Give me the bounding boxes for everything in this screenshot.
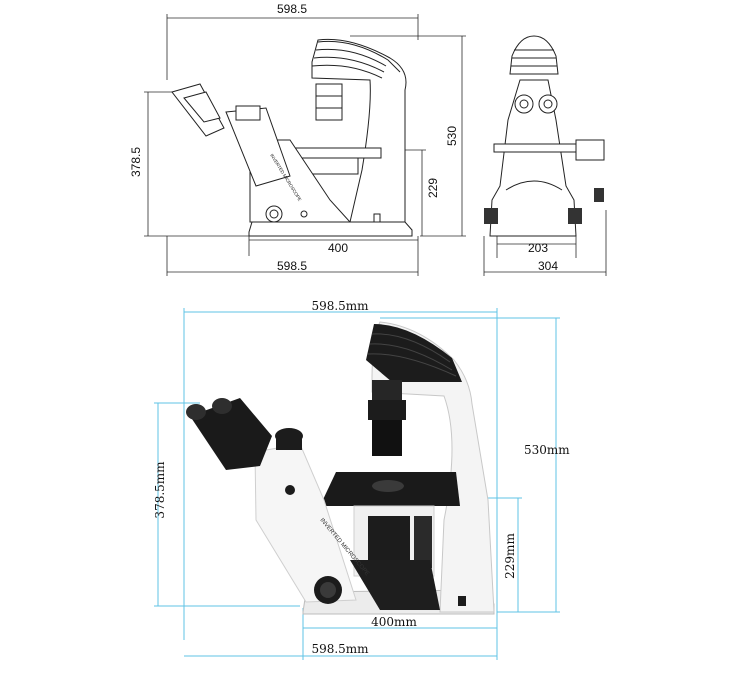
side-left-height-label: 378.5 [129, 147, 143, 177]
photo-microscope: INVERTED MICROSCOPE [186, 321, 495, 615]
side-bottom-width-label: 598.5 [277, 259, 307, 273]
side-view-drawing: 598.5 378.5 530 229 400 598.5 [129, 2, 466, 276]
photo-left-height-label: 378.5mm [153, 461, 167, 519]
front-view-drawing: 203 304 [483, 35, 607, 276]
photo-right-height-label: 530mm [524, 443, 570, 457]
photo-view: 598.5mm 378.5mm 530mm 229mm 400mm 598.5m… [153, 299, 570, 660]
side-base-width-label: 400 [328, 241, 348, 255]
photo-base-width-label: 400mm [371, 615, 417, 629]
front-base-width-label: 203 [528, 241, 548, 255]
side-stage-height-label: 229 [426, 178, 440, 198]
photo-bottom-width-label: 598.5mm [311, 642, 369, 656]
side-right-height-label: 530 [445, 126, 459, 146]
front-total-width-label: 304 [538, 259, 558, 273]
photo-stage-height-label: 229mm [503, 533, 517, 579]
side-microscope-outline: INVERTED MICROSCOPE [171, 38, 413, 237]
photo-top-width-label: 598.5mm [311, 299, 369, 313]
side-top-width-label: 598.5 [277, 2, 307, 16]
